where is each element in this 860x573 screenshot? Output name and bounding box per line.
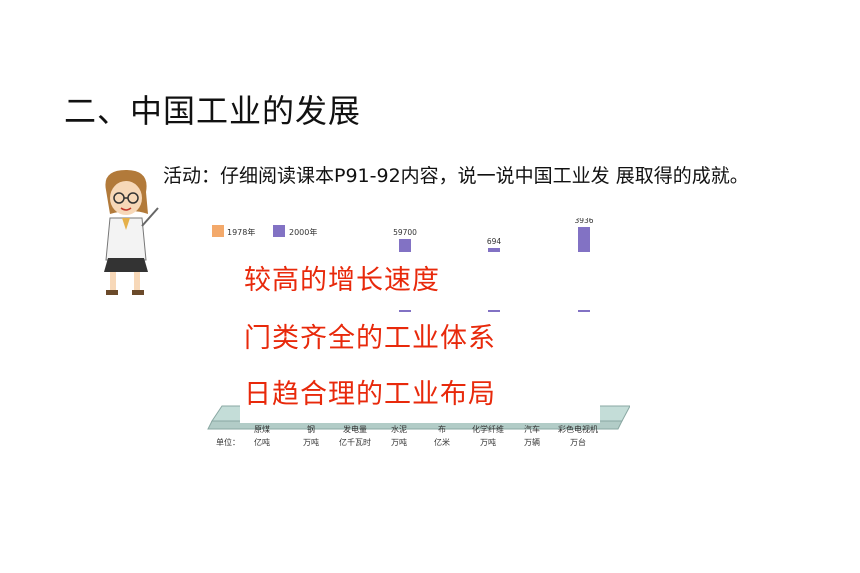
unit-label-4: 万吨	[391, 437, 407, 447]
category-label-8: 彩色电视机	[558, 424, 598, 434]
category-label-4: 水泥	[391, 424, 407, 434]
unit-label-6: 万吨	[480, 437, 496, 447]
overlay-backdrop-1	[240, 252, 600, 310]
legend-swatch-1978	[212, 225, 224, 237]
overlay-backdrop-2	[240, 312, 600, 370]
legend-swatch-2000	[273, 225, 285, 237]
point-complete-categories: 门类齐全的工业体系	[244, 323, 496, 354]
unit-label: 单位：	[216, 437, 240, 447]
value-label-8: 3936	[574, 218, 593, 225]
category-label-3: 发电量	[343, 424, 367, 434]
overlay-backdrop-3	[240, 365, 600, 423]
unit-label-3: 亿千瓦时	[339, 437, 371, 447]
category-label-2: 钢	[307, 424, 315, 434]
category-label-1: 原煤	[254, 424, 270, 434]
chart-base-front	[207, 420, 623, 430]
slide-title: 二、中国工业的发展	[64, 92, 362, 130]
teacher-illustration	[104, 170, 159, 295]
category-label-7: 汽车	[524, 424, 540, 434]
unit-label-5: 亿米	[434, 437, 450, 447]
unit-label-2: 万吨	[303, 437, 319, 447]
activity-text: 活动：仔细阅读课本P91-92内容，说一说中国工业发 展取得的成就。	[163, 165, 749, 187]
category-label-5: 布	[438, 424, 446, 434]
unit-label-1: 亿吨	[254, 437, 270, 447]
point-reasonable-layout: 日趋合理的工业布局	[244, 379, 496, 410]
value-label-4: 59700	[393, 228, 417, 237]
category-label-6: 化学纤维	[472, 424, 504, 434]
point-growth-speed: 较高的增长速度	[244, 265, 440, 296]
value-label-6: 694	[487, 237, 502, 246]
unit-label-8: 万台	[570, 437, 586, 447]
legend-label-1978: 1978年	[227, 227, 255, 237]
legend-label-2000: 2000年	[289, 227, 317, 237]
unit-label-7: 万辆	[524, 437, 540, 447]
